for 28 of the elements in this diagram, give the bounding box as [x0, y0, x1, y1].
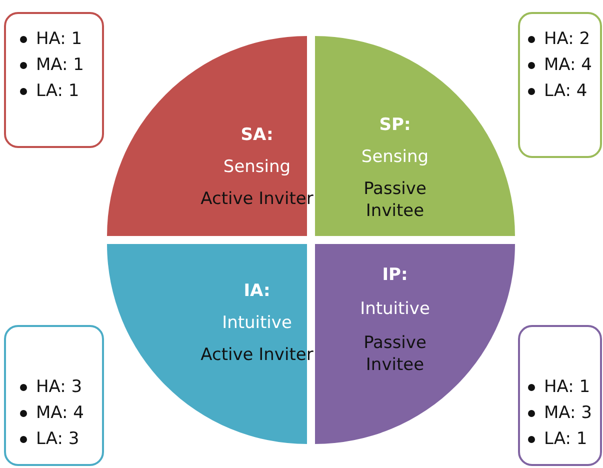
callout-box — [4, 325, 104, 466]
quadrant-heading: SP: — [378, 114, 412, 136]
quadrant-segment — [315, 244, 515, 444]
list-item: HA: 1 — [544, 376, 590, 399]
list-item: LA: 4 — [544, 80, 588, 103]
list-item: LA: 3 — [36, 428, 80, 451]
quadrant-heading: SA: — [240, 124, 274, 146]
quadrant-text: Passive Invitee — [362, 178, 428, 222]
quadrant-text: Passive Invitee — [362, 332, 428, 376]
list-item: HA: 2 — [544, 28, 590, 51]
quadrant-text: Intuitive — [359, 298, 431, 320]
quadrant-segment — [315, 36, 515, 236]
list-item: LA: 1 — [544, 428, 588, 451]
list-item: LA: 1 — [36, 80, 80, 103]
list-item: MA: 4 — [544, 54, 592, 77]
list-item: MA: 1 — [36, 54, 84, 77]
list-item: HA: 1 — [36, 28, 82, 51]
list-item: MA: 4 — [36, 402, 84, 425]
callout-box — [518, 12, 602, 158]
quadrant-heading: IA: — [242, 280, 272, 302]
list-item: HA: 3 — [36, 376, 82, 399]
quadrant-text: Sensing — [360, 146, 430, 168]
quadrant-text: Sensing — [222, 156, 292, 178]
list-item: MA: 3 — [544, 402, 592, 425]
callout-box — [518, 325, 602, 466]
quadrant-text: Intuitive — [221, 312, 293, 334]
callout-box — [4, 12, 104, 148]
quadrant-heading: IP: — [381, 264, 409, 286]
